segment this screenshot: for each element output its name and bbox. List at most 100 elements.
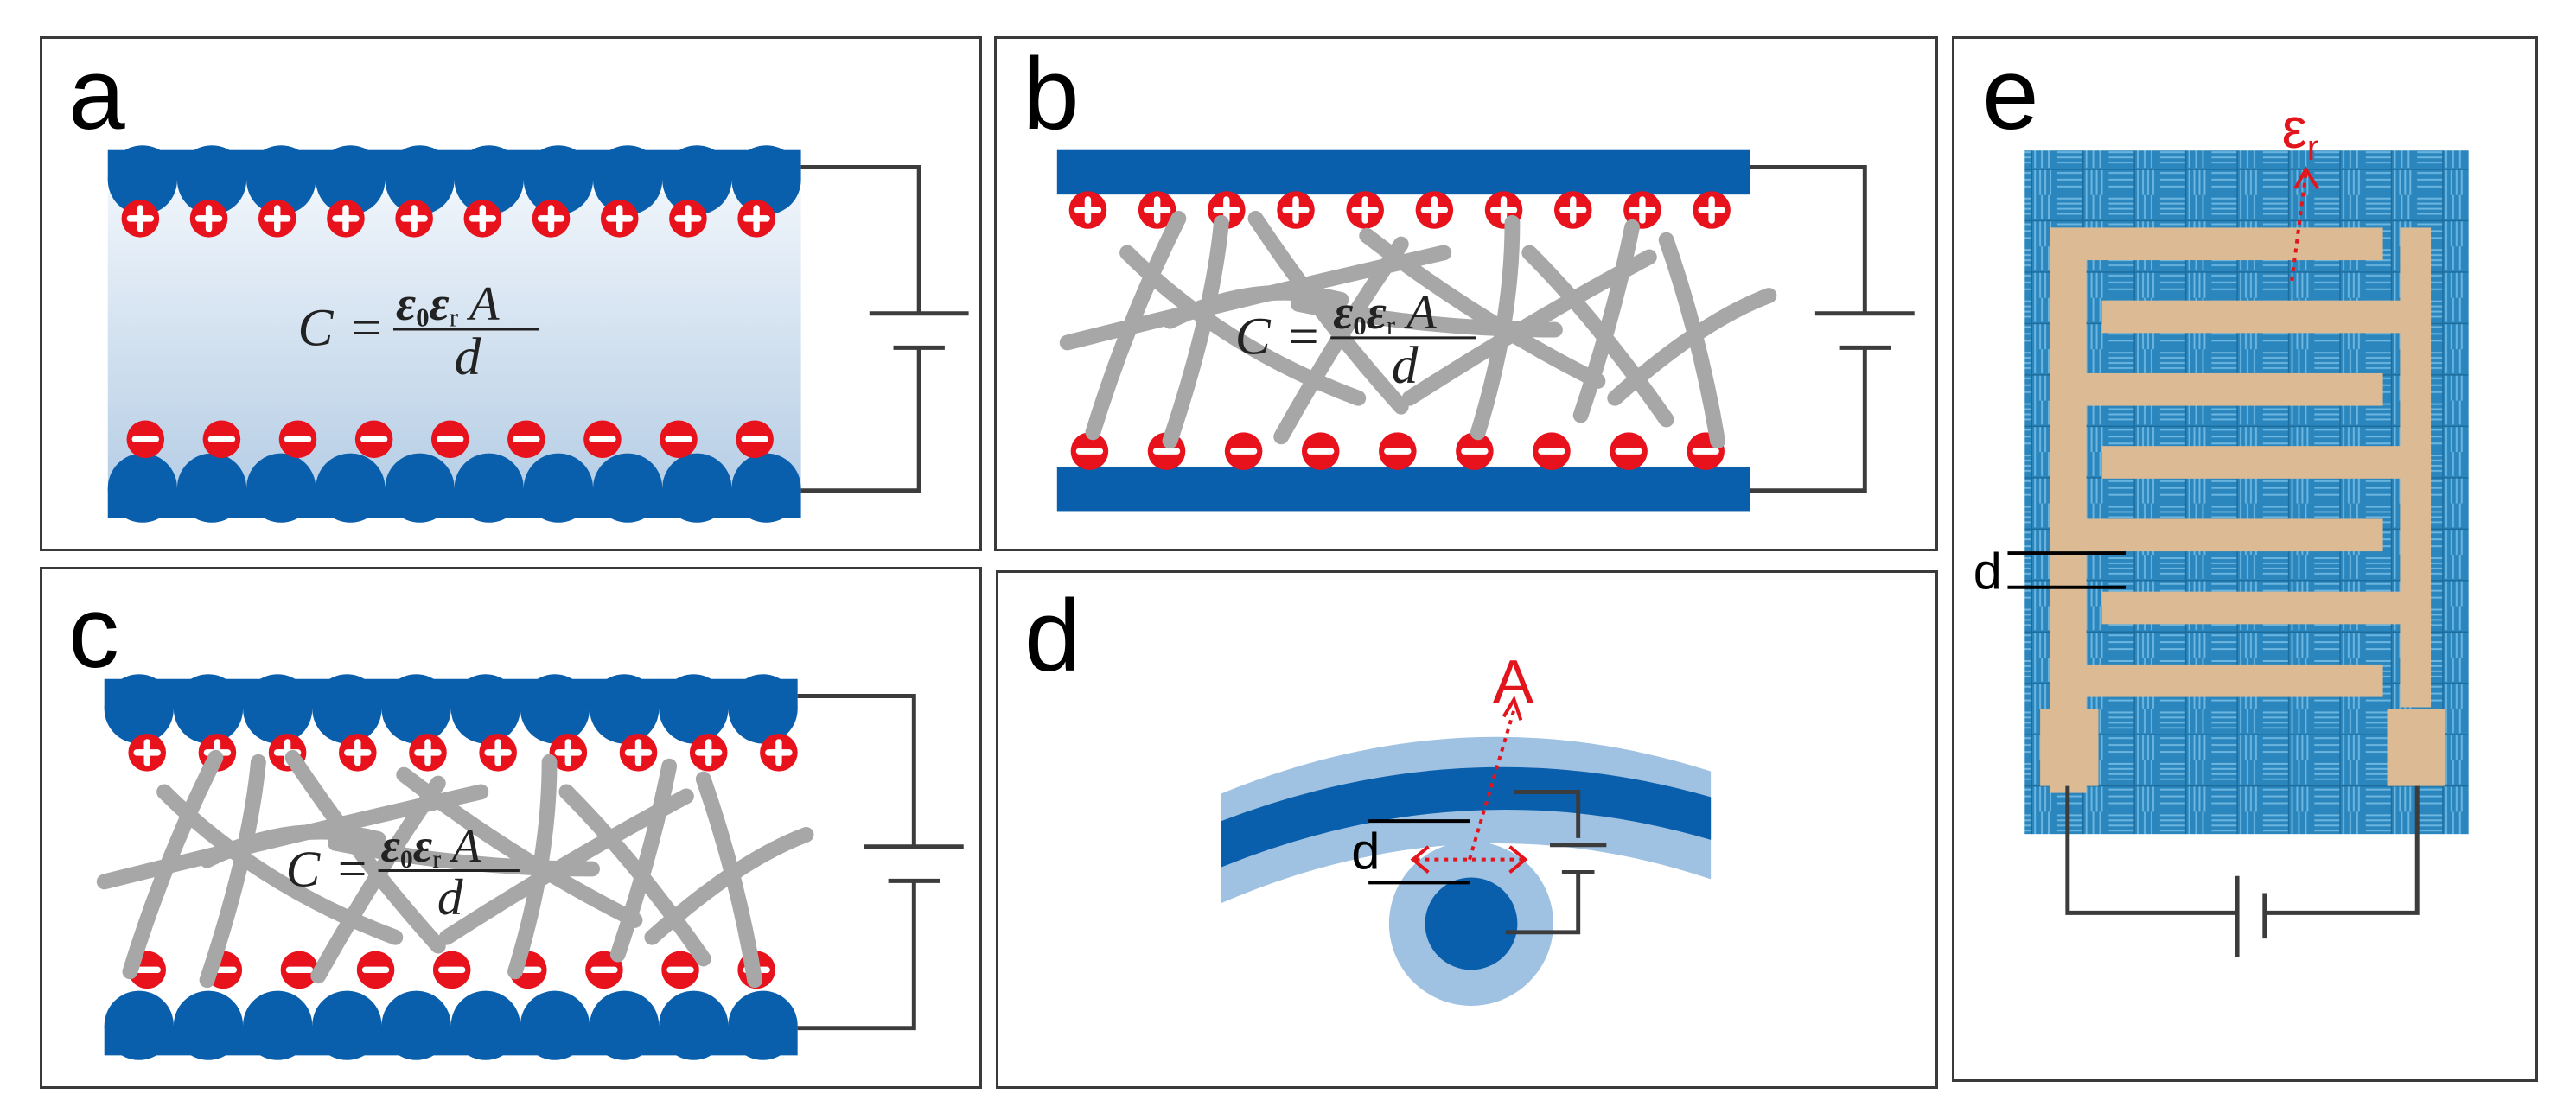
positive-charge <box>189 200 228 238</box>
fiber <box>1119 245 1367 406</box>
negative-charge <box>1456 432 1494 470</box>
area-arrowheads <box>1410 695 1528 874</box>
bottom-electrode <box>104 990 798 1060</box>
capacitance-equation: C=ε0εr Ad <box>298 277 539 386</box>
positive-charge <box>549 734 588 772</box>
negative-charge <box>1301 432 1340 470</box>
equation-numerator: ε0εr A <box>396 277 500 332</box>
permittivity-annotation <box>2289 166 2319 286</box>
panel-d-letter: d <box>1024 579 1081 693</box>
distance-marker <box>2007 551 2126 589</box>
fiber <box>558 784 711 967</box>
fiber <box>1162 214 1229 449</box>
fiber <box>1521 245 1674 428</box>
equation-denominator: d <box>1392 336 1419 395</box>
positive-charge <box>1623 191 1661 229</box>
equation-lhs: C <box>1235 307 1272 366</box>
wire-top <box>800 165 921 314</box>
negative-charge <box>354 420 393 459</box>
equation-lhs: C <box>286 840 322 897</box>
left-finger <box>2050 664 2383 697</box>
right-contact-pad <box>2387 709 2445 786</box>
equation-equals: = <box>1285 307 1321 366</box>
negative-charge <box>1070 432 1109 470</box>
negative-charge <box>202 420 241 459</box>
top-electrode <box>107 145 801 215</box>
fiber <box>199 824 386 868</box>
negative-charge <box>356 951 395 989</box>
wire-top <box>797 694 916 847</box>
top-electrode <box>1056 149 1750 195</box>
fiber <box>122 749 224 980</box>
outer-electrode-band <box>1221 766 1712 868</box>
negative-charge <box>661 951 699 989</box>
interdigitated-electrode <box>2040 227 2445 793</box>
left-comb-spine <box>2050 227 2087 793</box>
negative-charge <box>1533 432 1571 470</box>
area-label: A <box>1493 647 1534 716</box>
left-finger <box>2050 227 2383 261</box>
left-contact-pad <box>2040 709 2099 786</box>
fiber <box>310 775 446 984</box>
fiber <box>695 771 763 989</box>
area-annotation <box>1415 709 1523 862</box>
fiber <box>1291 296 1563 338</box>
negative-charge <box>736 420 774 459</box>
panel-b-letter: b <box>1023 37 1080 151</box>
positive-charge <box>409 734 447 772</box>
battery-circuit <box>797 694 964 1031</box>
right-finger <box>2101 446 2432 479</box>
positive-charge <box>760 734 798 772</box>
battery-circuit <box>2065 785 2420 957</box>
fiber <box>1162 284 1349 329</box>
positive-charge <box>669 200 707 238</box>
fiber-network <box>96 749 814 989</box>
positive-charge <box>338 734 377 772</box>
capacitance-equation: C=ε0εr Ad <box>286 819 520 925</box>
distance-label: d <box>1973 543 2002 601</box>
battery-circuit <box>1505 789 1607 935</box>
right-finger <box>2101 591 2432 625</box>
negative-charge <box>430 420 469 459</box>
panel-a-letter: a <box>68 37 125 151</box>
positive-charge <box>121 200 160 238</box>
negative-charge <box>278 420 317 459</box>
negative-charge <box>583 420 622 459</box>
bottom-electrode <box>1056 466 1750 512</box>
positive-charges <box>128 734 798 772</box>
positive-charge <box>600 200 639 238</box>
panel-d-diagram: d A <box>1221 647 1712 1006</box>
negative-charges <box>126 420 774 459</box>
positive-charge <box>1346 191 1384 229</box>
positive-charge <box>737 200 775 238</box>
negative-charge <box>1224 432 1263 470</box>
panel-c-letter: c <box>68 576 119 690</box>
left-finger <box>2050 372 2383 406</box>
fiber <box>1359 227 1606 389</box>
right-finger <box>2101 300 2432 334</box>
positive-charge <box>463 200 502 238</box>
equation-equals: = <box>348 298 384 357</box>
positive-charge <box>258 200 296 238</box>
equation-denominator: d <box>437 868 463 925</box>
fiber <box>1658 232 1725 449</box>
wire-bottom <box>797 881 916 1031</box>
fiber <box>609 758 678 963</box>
fiber <box>328 835 600 877</box>
positive-charges <box>121 200 775 238</box>
inner-fiber-core <box>1425 877 1518 970</box>
wire-bottom <box>800 347 921 493</box>
equation-equals: = <box>335 840 369 897</box>
fiber <box>1273 236 1409 445</box>
negative-charge <box>507 420 545 459</box>
distance-marker <box>1368 819 1470 885</box>
panel-b-diagram: C=ε0εr Ad <box>1056 149 1915 512</box>
panel-d: d d A <box>996 570 1938 1089</box>
fiber <box>396 766 643 928</box>
negative-charge <box>660 420 698 459</box>
positive-charge <box>128 734 167 772</box>
panel-a-diagram: C=ε0εr Ad <box>107 145 969 523</box>
panel-e-letter: e <box>1982 37 2039 151</box>
